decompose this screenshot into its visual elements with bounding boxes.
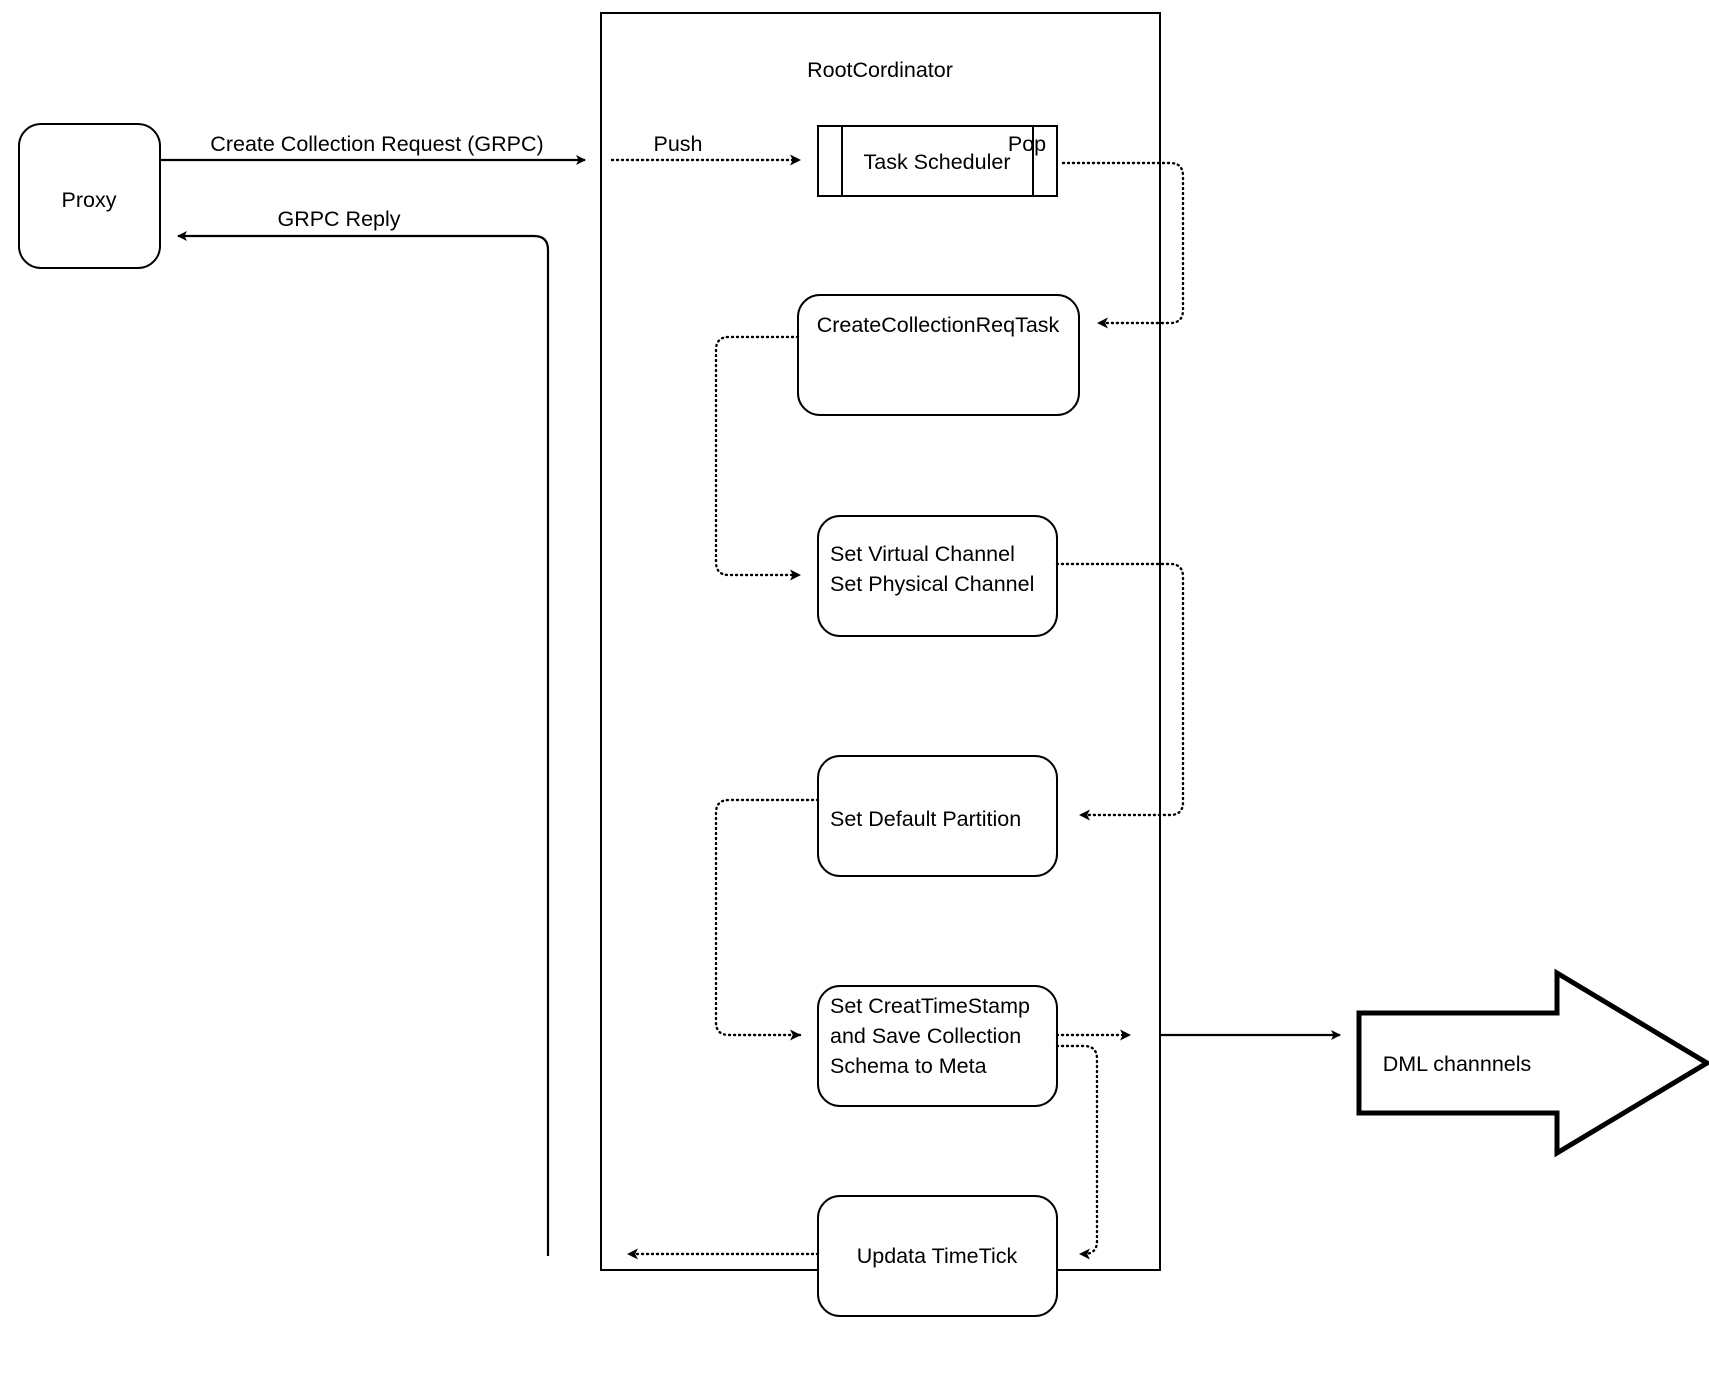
task-scheduler-node[interactable] — [817, 125, 1058, 197]
edge-grpc-reply-label: GRPC Reply — [277, 207, 400, 231]
dml-channels-label: DML channnels — [1383, 1052, 1532, 1076]
set-default-partition-label: Set Default Partition — [830, 807, 1021, 831]
edge-default-partition-to-timestamp — [714, 798, 820, 1041]
edge-timestamp-to-timetick — [1055, 1044, 1099, 1260]
set-channel-node[interactable] — [817, 515, 1058, 637]
dml-channels-arrow[interactable] — [1356, 968, 1709, 1158]
edge-set-channel-to-default-partition — [1055, 562, 1185, 821]
update-timetick-node[interactable] — [817, 1195, 1058, 1317]
set-channel-label-line1: Set Virtual Channel — [830, 542, 1015, 566]
edge-create-collection-request-label: Create Collection Request (GRPC) — [210, 132, 543, 156]
task-scheduler-label: Task Scheduler — [864, 150, 1011, 174]
set-channel-label-line2: Set Physical Channel — [830, 572, 1034, 596]
create-collection-req-task-label: CreateCollectionReqTask — [817, 313, 1060, 337]
edge-push-label: Push — [653, 132, 702, 156]
set-timestamp-meta-label-line3: Schema to Meta — [830, 1054, 987, 1078]
edge-grpc-reply — [177, 231, 550, 1256]
edge-pop — [1061, 161, 1185, 329]
update-timetick-label: Updata TimeTick — [857, 1244, 1018, 1268]
rootcordinator-label: RootCordinator — [807, 58, 953, 82]
proxy-label: Proxy — [62, 188, 117, 212]
proxy-node[interactable] — [18, 123, 161, 269]
edge-pop-label: Pop — [1008, 132, 1046, 156]
edge-task-to-set-channel — [714, 335, 802, 581]
set-timestamp-meta-label-line2: and Save Collection — [830, 1024, 1021, 1048]
set-timestamp-meta-label-line1: Set CreatTimeStamp — [830, 994, 1030, 1018]
create-collection-req-task-node[interactable] — [797, 294, 1080, 416]
set-default-partition-node[interactable] — [817, 755, 1058, 877]
